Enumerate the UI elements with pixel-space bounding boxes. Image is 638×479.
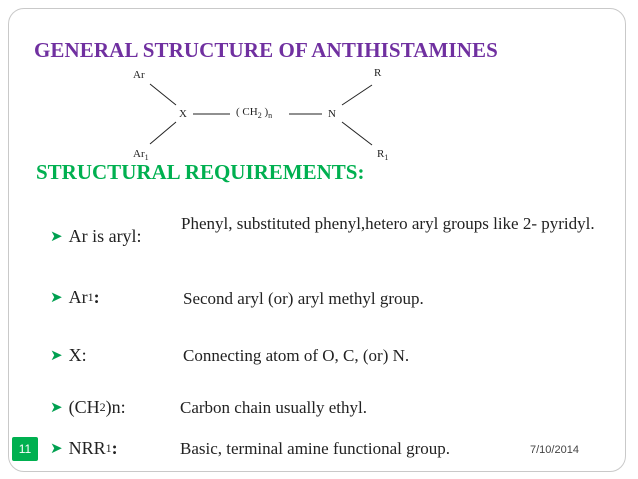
ar-label: Ar (133, 69, 145, 81)
requirement-desc-x: Connecting atom of O, C, (or) N. (183, 346, 410, 365)
n-label: N (328, 108, 336, 120)
ch2-chain-label: ( CH2 )n (236, 106, 273, 121)
requirement-head-ar: ➤ Ar is aryl: (50, 226, 142, 246)
arrow-bullet-icon: ➤ (50, 400, 63, 416)
r-label: R (374, 67, 382, 79)
requirement-desc-ar1: Second aryl (or) aryl methyl group. (183, 289, 424, 308)
requirement-desc-nrr1: Basic, terminal amine functional group. (180, 439, 451, 458)
requirement-head-x: ➤ X: (50, 345, 87, 365)
arrow-bullet-icon: ➤ (50, 348, 63, 364)
arrow-bullet-icon: ➤ (50, 229, 63, 245)
arrow-bullet-icon: ➤ (50, 441, 63, 457)
requirement-desc-ch2n: Carbon chain usually ethyl. (180, 398, 367, 417)
arrow-bullet-icon: ➤ (50, 290, 63, 306)
slide-date: 7/10/2014 (530, 444, 579, 456)
x-label: X (179, 108, 187, 120)
requirement-desc-ar: Phenyl, substituted phenyl,hetero aryl g… (181, 214, 595, 233)
slide-title: GENERAL STRUCTURE OF ANTIHISTAMINES (34, 38, 498, 62)
page-number-badge: 11 (12, 437, 38, 461)
r1-label: R1 (377, 148, 389, 163)
slide-frame (8, 8, 626, 472)
structural-requirements-heading: STRUCTURAL REQUIREMENTS: (36, 160, 365, 184)
ar1-label: Ar1 (133, 148, 149, 163)
